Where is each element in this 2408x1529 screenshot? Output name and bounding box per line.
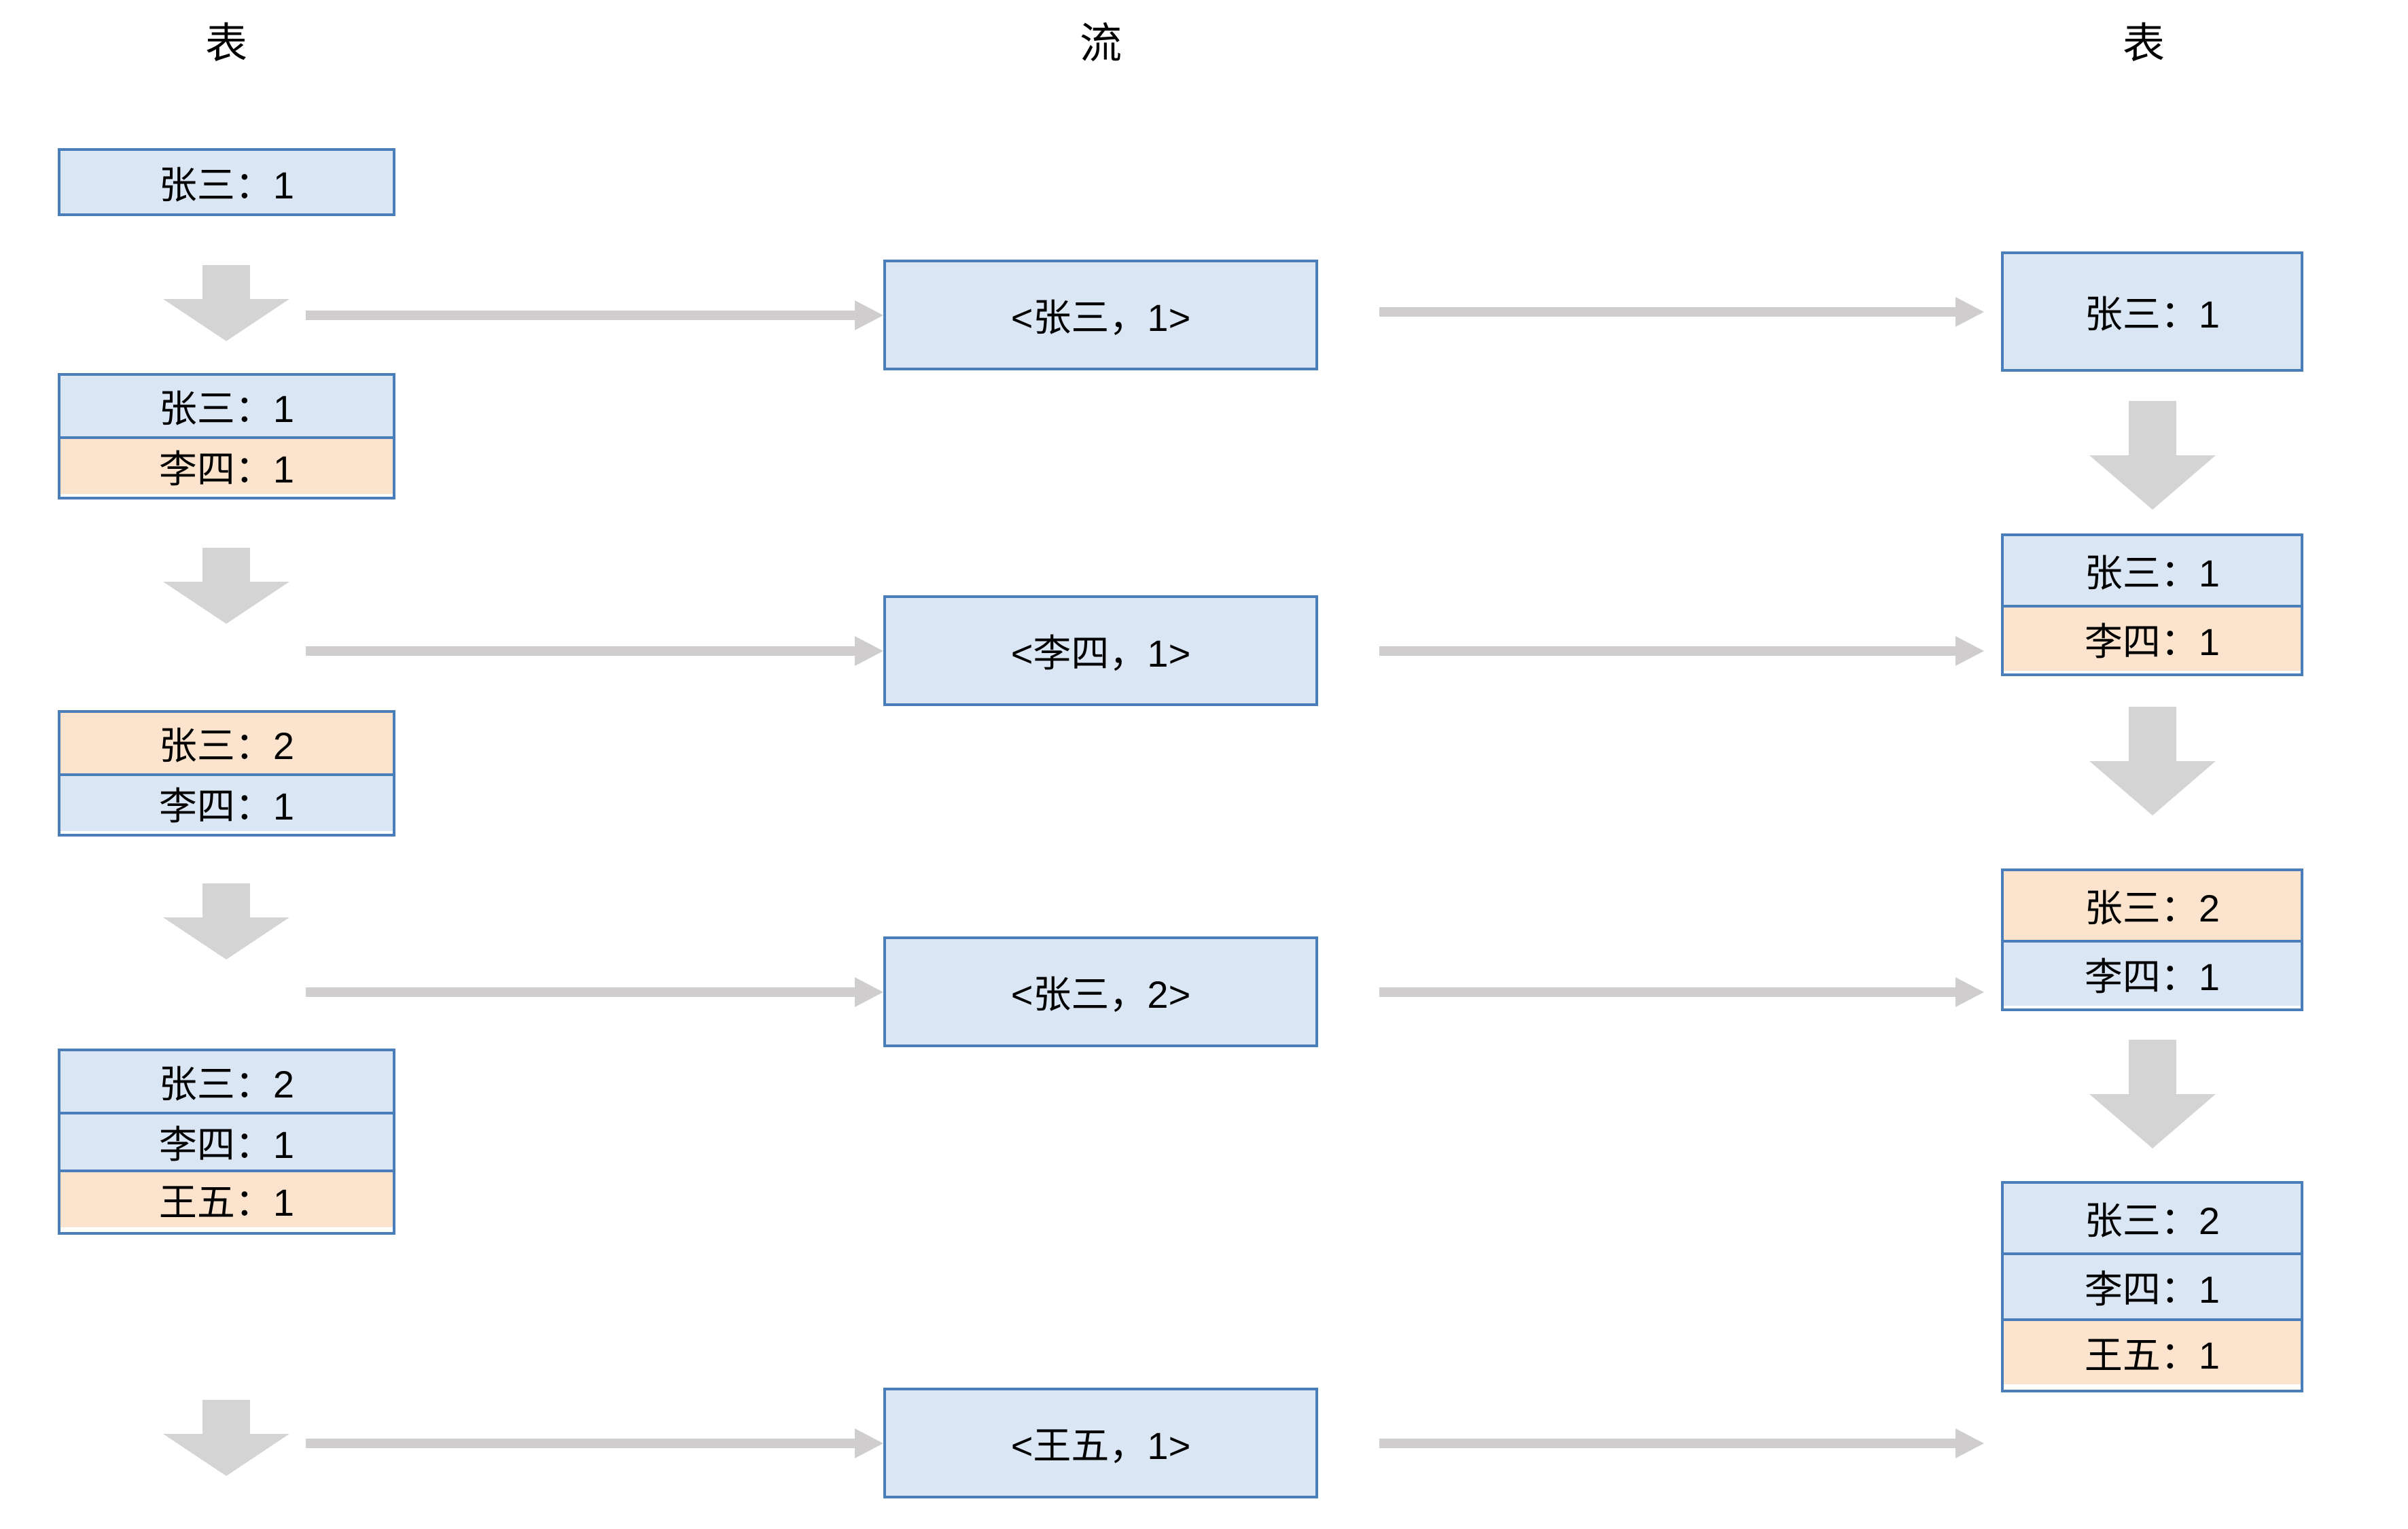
table-row: 李四：1 xyxy=(60,773,393,831)
table-row: 李四：1 xyxy=(60,436,393,494)
right-down-arrow-2 xyxy=(2089,707,2216,815)
table-row: 李四：1 xyxy=(2004,605,2301,671)
table-row: 张三：1 xyxy=(2004,254,2301,369)
table-row: 李四：1 xyxy=(2004,940,2301,1006)
middle-column-header: 流 xyxy=(1079,20,1122,67)
table-row: 张三：1 xyxy=(60,151,393,213)
table-row: 李四：1 xyxy=(60,1112,393,1170)
table-row: 张三：2 xyxy=(2004,871,2301,940)
table-row: 张三：2 xyxy=(60,713,393,773)
table-to-stream-arrow-1 xyxy=(306,300,883,330)
left-table-state-1: 张三：1 xyxy=(58,148,395,216)
table-to-stream-arrow-4 xyxy=(306,1428,883,1458)
table-row: 李四：1 xyxy=(2004,1252,2301,1318)
left-table-state-2: 张三：1 李四：1 xyxy=(58,373,395,499)
table-row: 张三：1 xyxy=(2004,536,2301,605)
right-table-state-1: 张三：1 xyxy=(2001,251,2303,372)
right-column-header: 表 xyxy=(2122,20,2165,67)
stream-event-3: <张三，2> xyxy=(883,936,1318,1047)
right-table-state-4: 张三：2 李四：1 王五：1 xyxy=(2001,1181,2303,1392)
table-row: 王五：1 xyxy=(2004,1318,2301,1384)
left-down-arrow-3 xyxy=(163,883,289,960)
table-row: 张三：2 xyxy=(2004,1184,2301,1252)
table-to-stream-arrow-3 xyxy=(306,977,883,1007)
right-down-arrow-3 xyxy=(2089,1040,2216,1148)
stream-to-table-arrow-3 xyxy=(1379,977,1984,1007)
table-row: 张三：1 xyxy=(60,376,393,436)
left-table-state-4: 张三：2 李四：1 王五：1 xyxy=(58,1049,395,1235)
left-down-arrow-1 xyxy=(163,265,289,341)
stream-event-2: <李四，1> xyxy=(883,595,1318,706)
left-column-header: 表 xyxy=(205,20,248,67)
stream-event-1: <张三，1> xyxy=(883,260,1318,370)
stream-event-4: <王五，1> xyxy=(883,1388,1318,1498)
table-to-stream-arrow-2 xyxy=(306,636,883,666)
right-table-state-3: 张三：2 李四：1 xyxy=(2001,868,2303,1011)
left-table-state-3: 张三：2 李四：1 xyxy=(58,710,395,837)
table-row: 张三：2 xyxy=(60,1051,393,1112)
left-down-arrow-2 xyxy=(163,548,289,624)
right-down-arrow-1 xyxy=(2089,401,2216,510)
stream-to-table-arrow-1 xyxy=(1379,297,1984,327)
table-row: 王五：1 xyxy=(60,1170,393,1227)
right-table-state-2: 张三：1 李四：1 xyxy=(2001,533,2303,676)
stream-to-table-arrow-2 xyxy=(1379,636,1984,666)
stream-to-table-arrow-4 xyxy=(1379,1428,1984,1458)
left-down-arrow-4 xyxy=(163,1400,289,1476)
